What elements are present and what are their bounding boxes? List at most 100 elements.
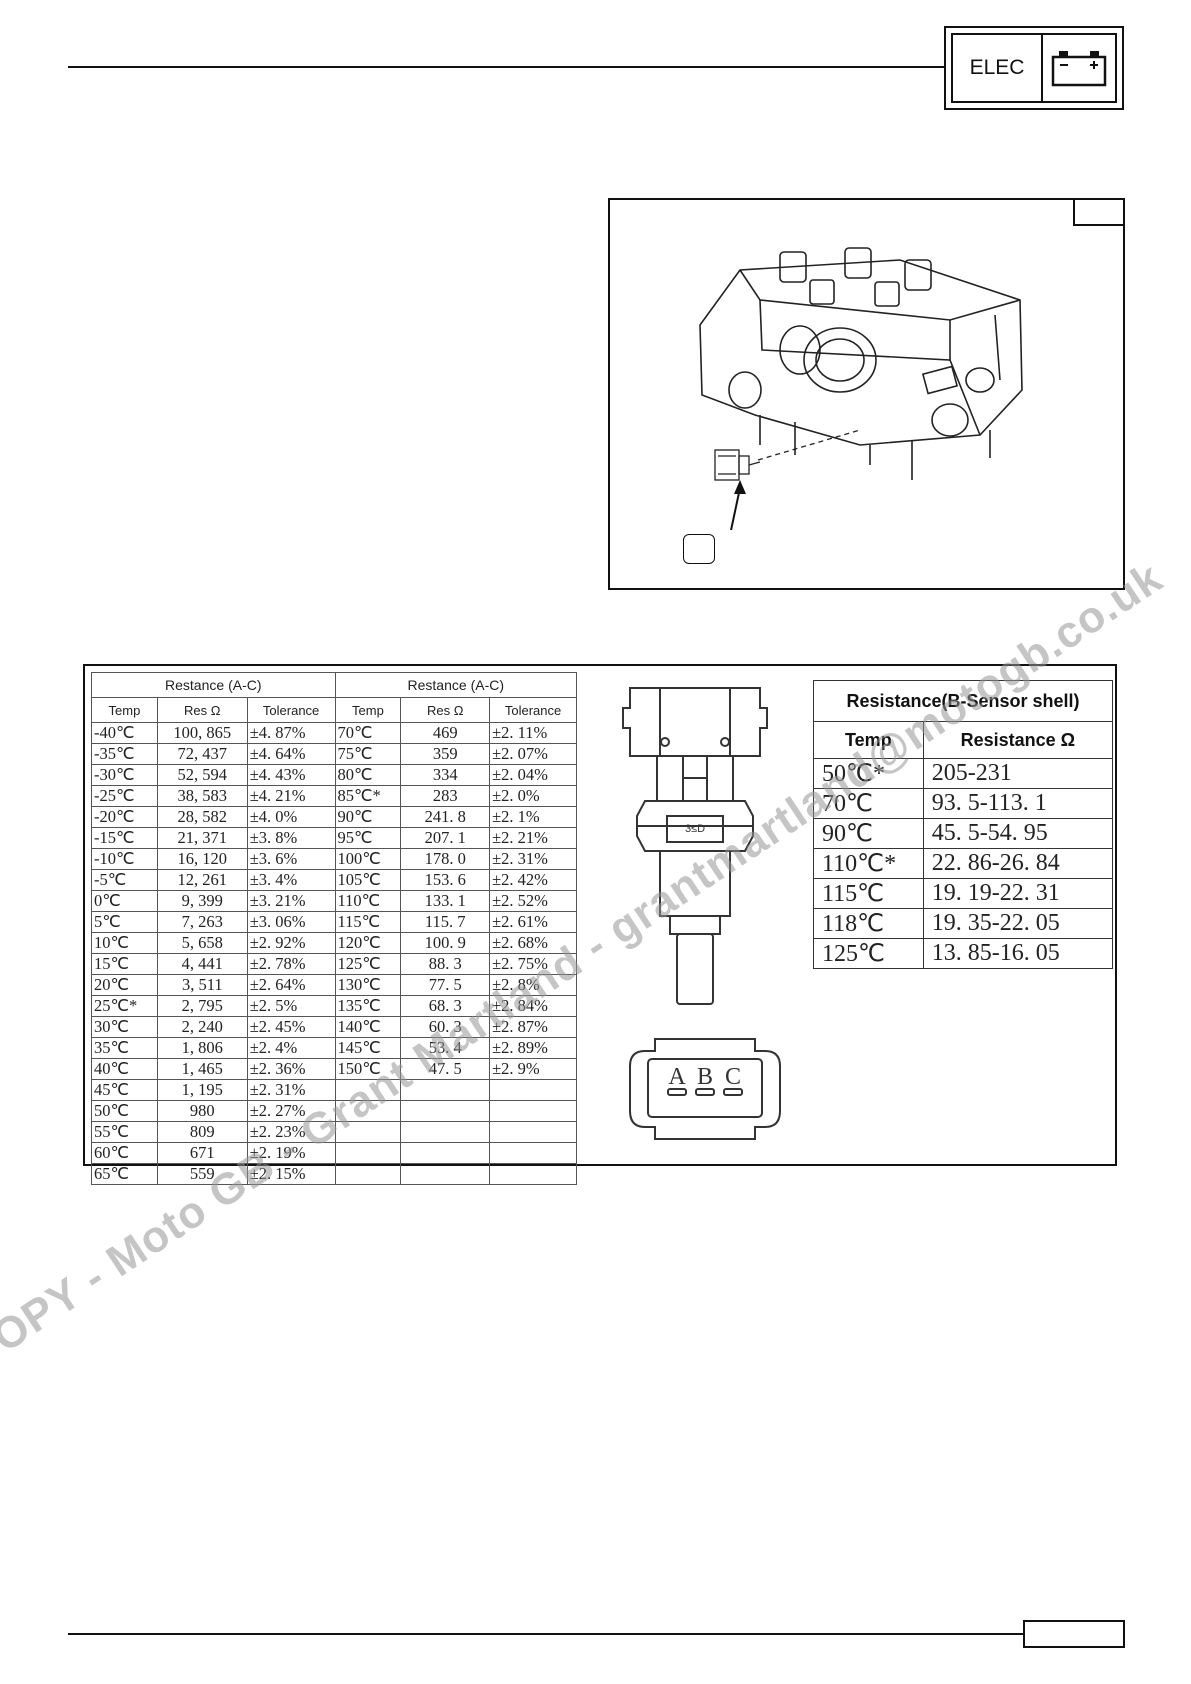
table-cell: 90℃: [334, 806, 402, 828]
section-label: ELEC: [953, 35, 1043, 101]
table-cell: ±2. 5%: [246, 995, 336, 1017]
table-cell: [489, 1142, 577, 1164]
resistance-table-b: Resistance(B-Sensor shell) Temp Resistan…: [813, 680, 1114, 969]
table-cell: ±2. 11%: [489, 722, 577, 744]
cylinder-head-illustration: [699, 247, 1023, 530]
table-cell: 4, 441: [156, 953, 248, 975]
table-b-cell: 118℃: [813, 908, 924, 939]
table-cell: [489, 1100, 577, 1122]
table-cell: -25℃: [91, 785, 158, 807]
table-b-cell: 50℃*: [813, 758, 924, 789]
table-cell: -35℃: [91, 743, 158, 765]
table-cell: 5℃: [91, 911, 158, 933]
table-cell: ±2. 61%: [489, 911, 577, 933]
table-cell: -30℃: [91, 764, 158, 786]
table-cell: 140℃: [334, 1016, 402, 1038]
table-cell: 45℃: [91, 1079, 158, 1101]
pin-label-b: B: [697, 1064, 713, 1090]
table-cell: [334, 1163, 402, 1185]
table-cell: 241. 8: [400, 806, 491, 828]
table-cell: ±2. 04%: [489, 764, 577, 786]
table-b-cell: 45. 5-54. 95: [922, 818, 1114, 849]
table-cell: ±2. 78%: [246, 953, 336, 975]
table-cell: 60℃: [91, 1142, 158, 1164]
table-cell: 3, 511: [156, 974, 248, 996]
table-cell: [334, 1142, 402, 1164]
table-cell: 16, 120: [156, 848, 248, 870]
table-cell: 38, 583: [156, 785, 248, 807]
table-cell: 100, 865: [156, 722, 248, 744]
table-cell: 10℃: [91, 932, 158, 954]
table-cell: -40℃: [91, 722, 158, 744]
table-b-title: Resistance(B-Sensor shell): [813, 680, 1113, 722]
table-cell: 671: [156, 1142, 248, 1164]
page-number-box: [1023, 1620, 1125, 1648]
table-cell: [400, 1163, 491, 1185]
table-cell: -5℃: [91, 869, 158, 891]
table-b-cell: 110℃*: [813, 848, 924, 879]
table-cell: ±2. 9%: [489, 1058, 577, 1080]
table-title-suffix: (A-C): [228, 677, 262, 693]
table-cell: 65℃: [91, 1163, 158, 1185]
table-cell: ±4. 0%: [246, 806, 336, 828]
table-cell: ±2. 27%: [246, 1100, 336, 1122]
table-cell: 28, 582: [156, 806, 248, 828]
sensor-side-view: 3≤D: [622, 687, 768, 1005]
table-cell: 77. 5: [400, 974, 491, 996]
svg-text:3≤D: 3≤D: [685, 823, 705, 835]
table-cell: 25℃*: [91, 995, 158, 1017]
table-cell: 1, 195: [156, 1079, 248, 1101]
table-cell: 1, 806: [156, 1037, 248, 1059]
table-cell: ±2. 36%: [246, 1058, 336, 1080]
table-cell: ±3. 4%: [246, 869, 336, 891]
table-cell: ±4. 21%: [246, 785, 336, 807]
table-cell: 50℃: [91, 1100, 158, 1122]
table-cell: [400, 1142, 491, 1164]
table-cell: 120℃: [334, 932, 402, 954]
table-cell: ±2. 1%: [489, 806, 577, 828]
table-cell: [489, 1163, 577, 1185]
table-cell: 100. 9: [400, 932, 491, 954]
table-cell: ±2. 0%: [489, 785, 577, 807]
table-cell: 47. 5: [400, 1058, 491, 1080]
table-cell: ±2. 15%: [246, 1163, 336, 1185]
table-cell: 21, 371: [156, 827, 248, 849]
table-cell: 115. 7: [400, 911, 491, 933]
table-cell: [400, 1100, 491, 1122]
figure-tag: [1073, 198, 1125, 226]
table-b-cell: 19. 35-22. 05: [922, 908, 1114, 939]
table-b-cell: 19. 19-22. 31: [922, 878, 1114, 909]
table-cell: 809: [156, 1121, 248, 1143]
table-cell: 2, 795: [156, 995, 248, 1017]
table-cell: ±3. 6%: [246, 848, 336, 870]
table-b-row: 110℃*22. 86-26. 84: [813, 848, 1114, 879]
table-cell: ±2. 23%: [246, 1121, 336, 1143]
table-cell: ±4. 64%: [246, 743, 336, 765]
callout-label: [683, 534, 715, 564]
table-cell: 5, 658: [156, 932, 248, 954]
table-cell: 125℃: [334, 953, 402, 975]
table-cell: ±3. 06%: [246, 911, 336, 933]
table-cell: [400, 1121, 491, 1143]
table-cell: 150℃: [334, 1058, 402, 1080]
table-cell: 133. 1: [400, 890, 491, 912]
table-cell: 55℃: [91, 1121, 158, 1143]
table-cell: 980: [156, 1100, 248, 1122]
table-cell: 35℃: [91, 1037, 158, 1059]
table-cell: ±2. 75%: [489, 953, 577, 975]
